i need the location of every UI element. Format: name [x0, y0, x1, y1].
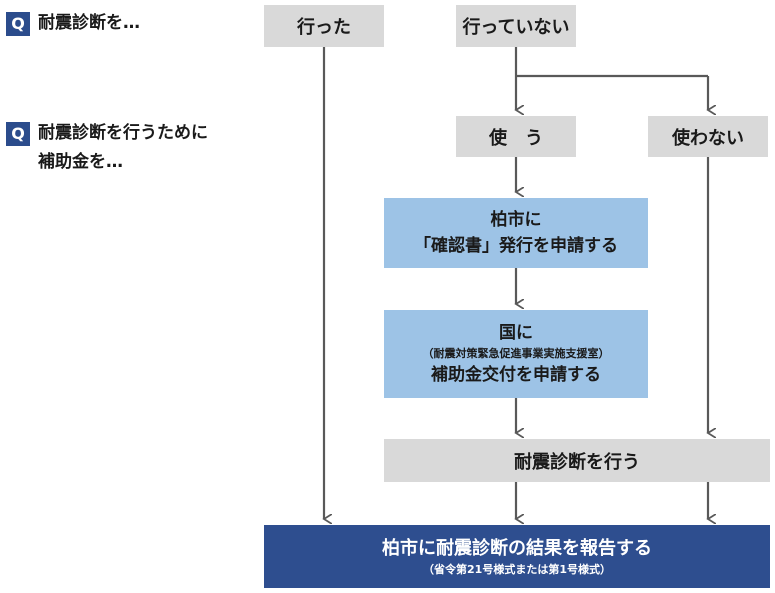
- q-badge: Q: [6, 122, 30, 146]
- national-line3: 補助金交付を申請する: [431, 365, 601, 385]
- confirm-line1: 柏市に: [490, 210, 542, 230]
- question-1: Q 耐震診断を…: [6, 12, 140, 38]
- answer-not-done-box: 行っていない: [456, 5, 576, 47]
- question-2-line2: 補助金を…: [38, 152, 123, 172]
- national-line2: （耐震対策緊急促進事業実施支援室）: [422, 347, 610, 360]
- question-2-text: 耐震診断を行うために 補助金を…: [38, 119, 208, 177]
- report-line2: （省令第21号様式または第1号様式）: [423, 562, 611, 576]
- confirm-line2: 「確認書」発行を申請する: [414, 236, 618, 256]
- answer-not-use-box: 使わない: [648, 116, 768, 157]
- apply-subsidy-box: 国に （耐震対策緊急促進事業実施支援室） 補助金交付を申請する: [384, 310, 648, 398]
- question-2: Q 耐震診断を行うために 補助金を…: [6, 122, 208, 177]
- perform-diagnosis-box: 耐震診断を行う: [384, 439, 770, 482]
- report-result-box: 柏市に耐震診断の結果を報告する （省令第21号様式または第1号様式）: [264, 525, 770, 588]
- report-line1: 柏市に耐震診断の結果を報告する: [382, 537, 652, 559]
- question-1-text: 耐震診断を…: [38, 13, 140, 33]
- answer-done-box: 行った: [264, 5, 384, 47]
- national-line1: 国に: [499, 323, 533, 343]
- question-2-line1: 耐震診断を行うために: [38, 123, 208, 143]
- answer-use-box: 使 う: [456, 116, 576, 157]
- apply-confirmation-box: 柏市に 「確認書」発行を申請する: [384, 198, 648, 268]
- q-badge: Q: [6, 12, 30, 36]
